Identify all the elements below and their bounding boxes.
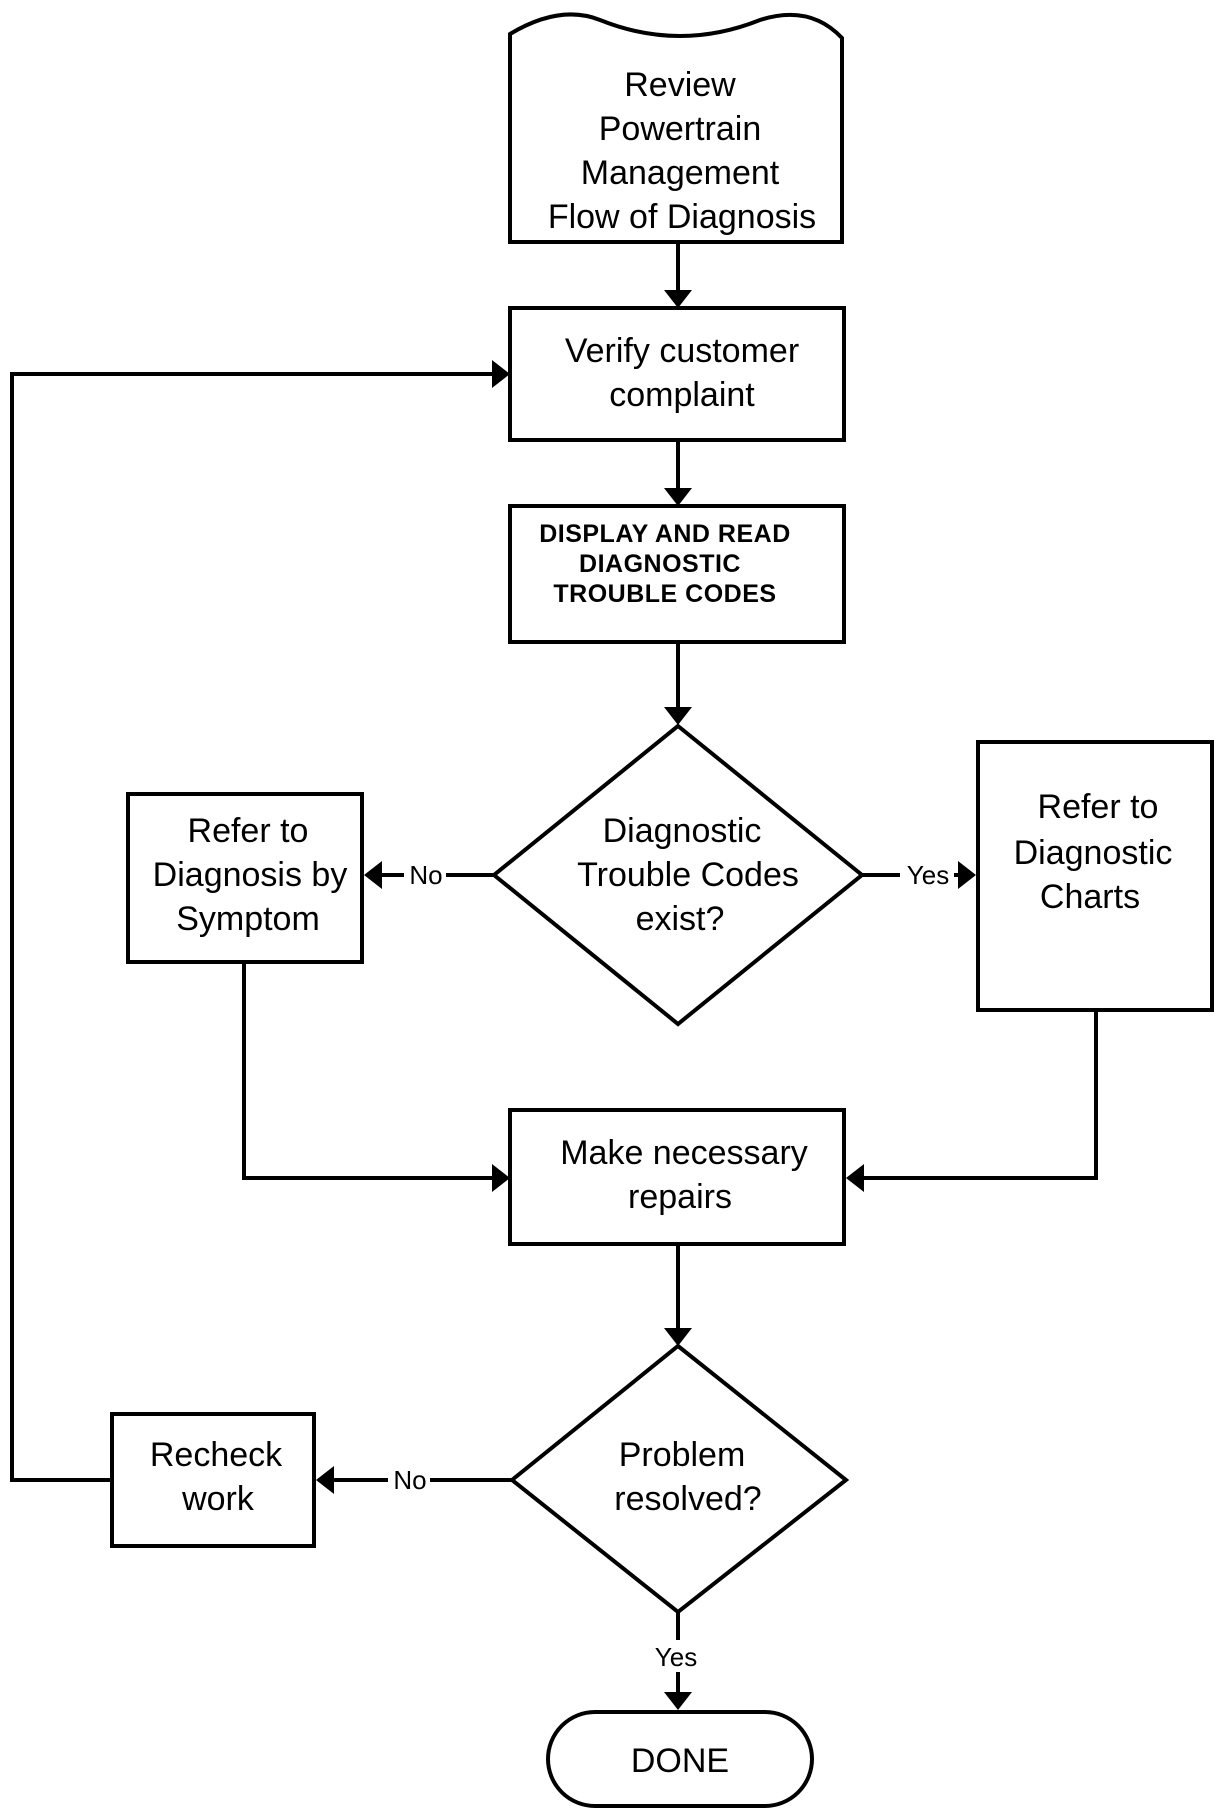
node-charts-line-1: Refer to	[1038, 788, 1159, 826]
node-charts: Refer to Diagnostic Charts	[976, 740, 1214, 1012]
edge-charts-to-repairs	[864, 1012, 1098, 1180]
arrowhead	[364, 861, 382, 889]
arrowhead	[664, 707, 692, 725]
node-charts-line-2: Diagnostic	[1014, 834, 1173, 872]
node-recheck: Recheck work	[110, 1412, 316, 1548]
node-review-line-4: Flow of Diagnosis	[548, 198, 816, 236]
node-display-line-3: TROUBLE CODES	[553, 580, 776, 608]
node-verify: Verify customer complaint	[508, 306, 846, 442]
arrowhead	[664, 488, 692, 506]
node-symptom-line-2: Diagnosis by	[153, 856, 348, 894]
arrowhead	[664, 1328, 692, 1346]
edge-symptom-to-repairs	[242, 962, 492, 1180]
node-review: Review Powertrain Management Flow of Dia…	[508, 12, 844, 244]
node-review-line-3: Management	[581, 154, 780, 192]
node-review-line-1: Review	[624, 66, 736, 104]
arrowhead	[492, 360, 510, 388]
node-charts-line-3: Charts	[1040, 878, 1140, 916]
decision-problem-resolved: Problem resolved?	[508, 1343, 850, 1615]
edge-label-dtc-no: No	[409, 860, 442, 890]
node-symptom-line-1: Refer to	[188, 812, 309, 850]
node-verify-line-2: complaint	[609, 376, 755, 414]
arrowhead	[958, 861, 976, 889]
node-repairs-line-1: Make necessary	[560, 1134, 808, 1172]
node-done-label: DONE	[631, 1742, 729, 1780]
node-display-line-2: DIAGNOSTIC	[579, 550, 741, 578]
node-done: DONE	[546, 1710, 814, 1808]
arrowhead	[316, 1466, 334, 1494]
decision-dtc-exist: Diagnostic Trouble Codes exist?	[490, 723, 866, 1027]
node-display-line-1: DISPLAY AND READ	[539, 520, 791, 548]
node-recheck-line-1: Recheck	[150, 1436, 283, 1474]
decision-dtc-line-3: exist?	[636, 900, 725, 938]
edge-label-resolved-yes: Yes	[655, 1642, 697, 1672]
decision-dtc-line-2: Trouble Codes	[577, 856, 799, 894]
decision-resolved-line-2: resolved?	[614, 1480, 761, 1518]
decision-resolved-line-1: Problem	[619, 1436, 746, 1474]
node-verify-line-1: Verify customer	[565, 332, 799, 370]
edge-label-resolved-no: No	[393, 1465, 426, 1495]
decision-dtc-line-1: Diagnostic	[603, 812, 762, 850]
arrowhead	[664, 1692, 692, 1710]
arrowhead	[664, 290, 692, 308]
node-review-line-2: Powertrain	[599, 110, 762, 148]
node-repairs-line-2: repairs	[628, 1178, 732, 1216]
node-recheck-line-2: work	[181, 1480, 255, 1518]
edge-label-dtc-yes: Yes	[907, 860, 949, 890]
arrowhead	[846, 1164, 864, 1192]
node-symptom-line-3: Symptom	[176, 900, 320, 938]
node-symptom: Refer to Diagnosis by Symptom	[126, 792, 364, 964]
arrowhead	[492, 1164, 510, 1192]
node-display-dtc: DISPLAY AND READ DIAGNOSTIC TROUBLE CODE…	[508, 504, 846, 644]
node-repairs: Make necessary repairs	[508, 1108, 846, 1246]
edge-recheck-to-verify	[10, 372, 492, 1482]
